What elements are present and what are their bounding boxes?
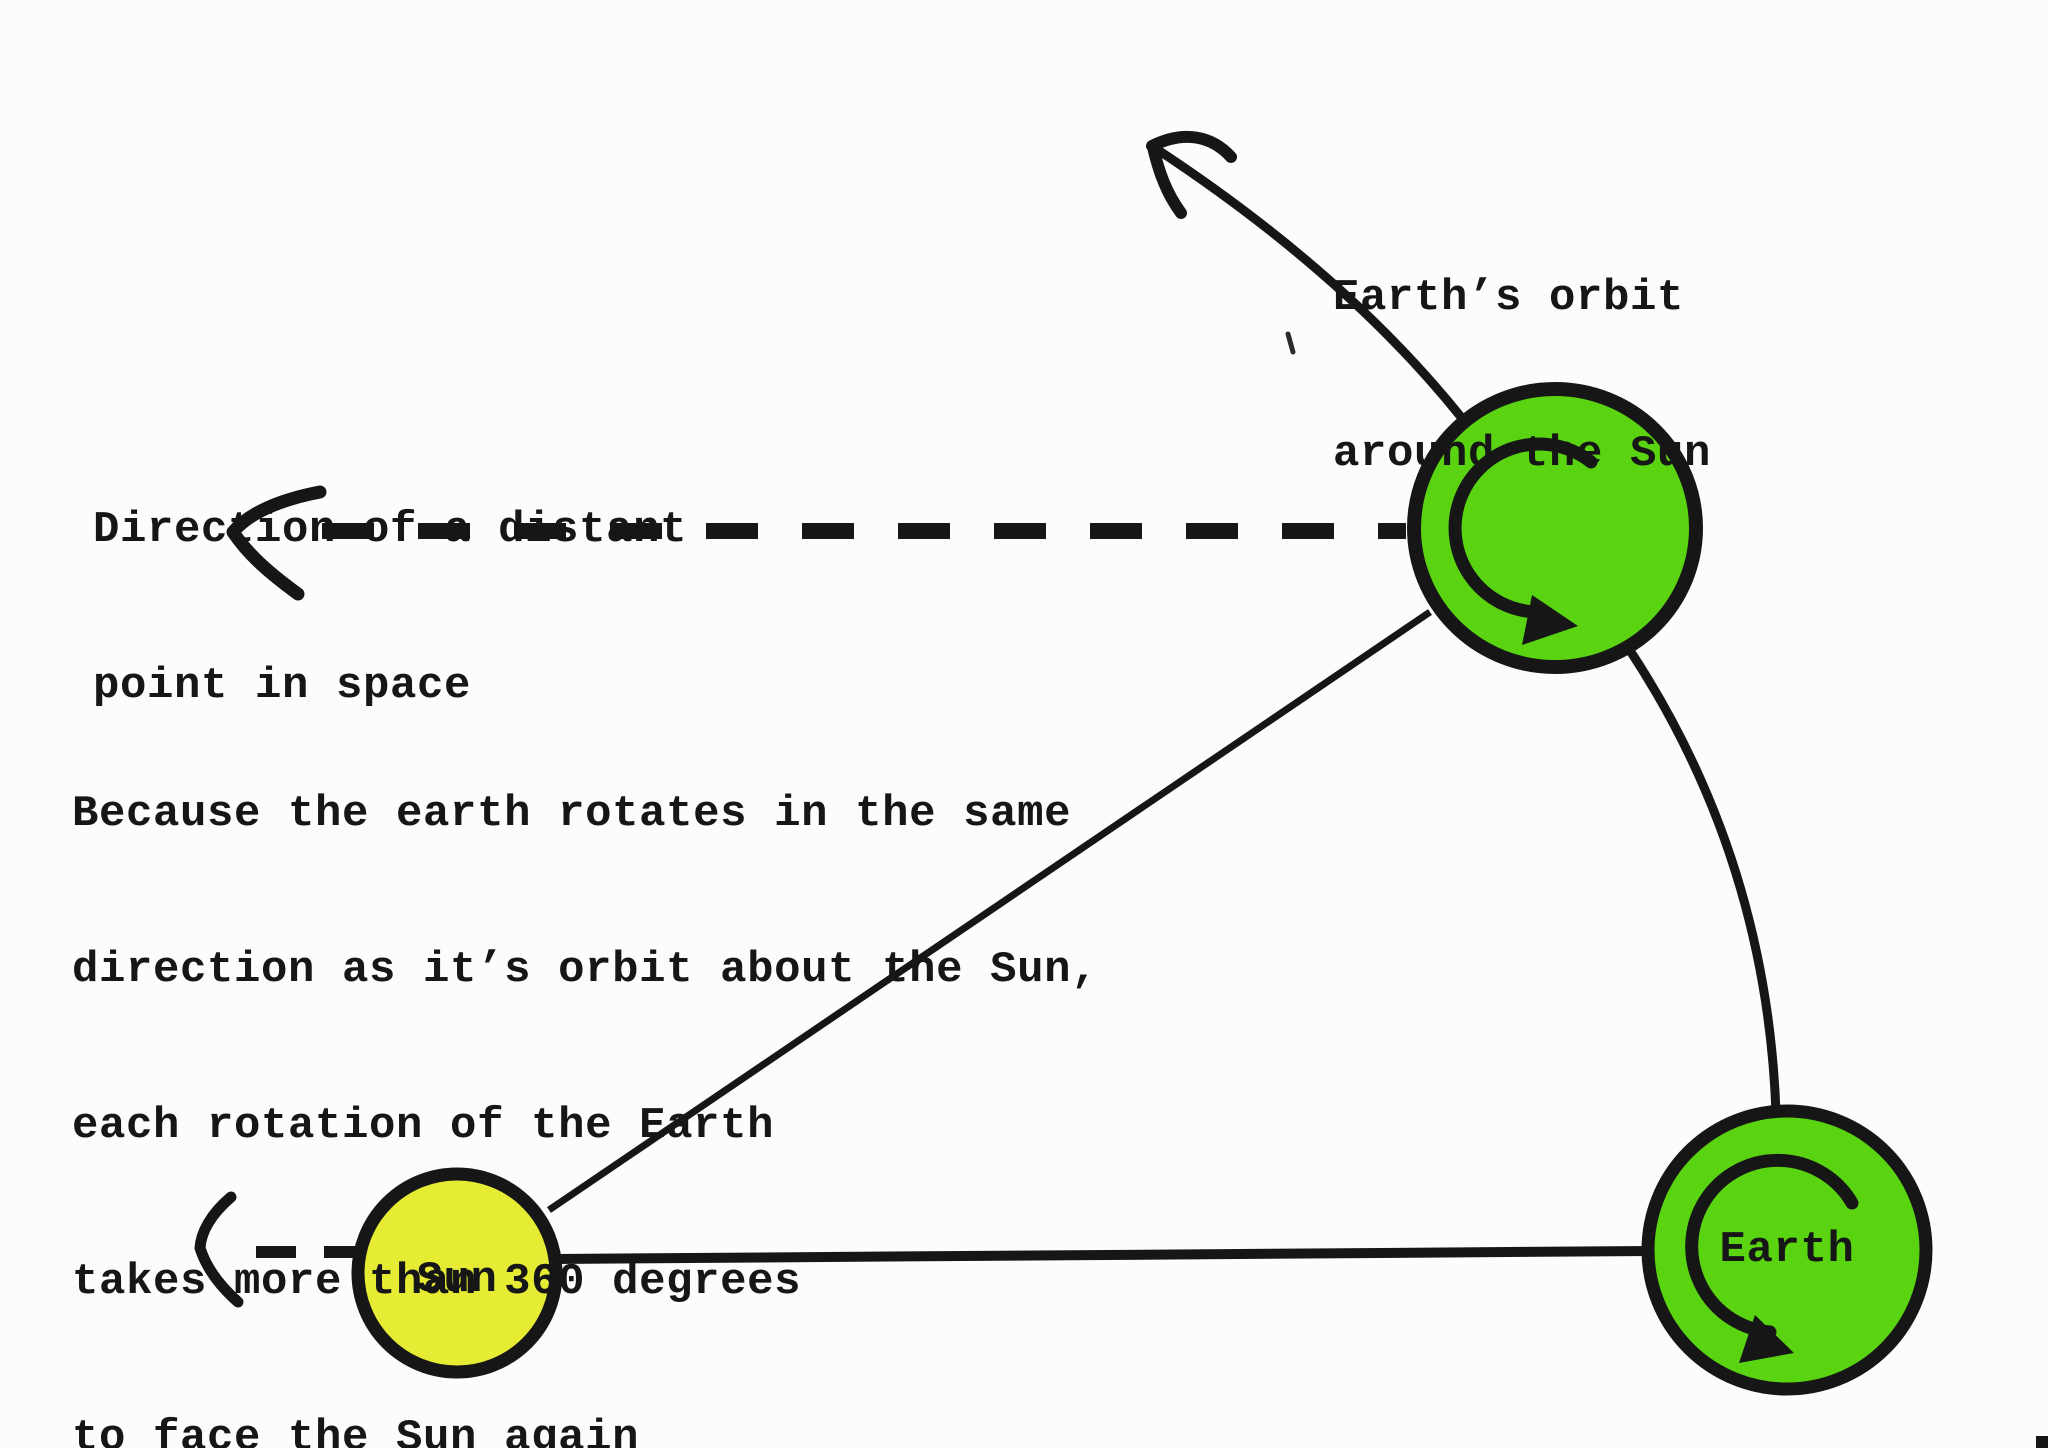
distant-point-annotation-line2: point in space — [93, 661, 472, 711]
distant-direction-arrowhead-icon — [226, 485, 327, 601]
orbit-direction-arrowhead-icon — [1146, 130, 1237, 219]
earth-later-rotation-arrow-icon — [1448, 437, 1598, 619]
explanation-caption-line3: each rotation of the Earth — [72, 1101, 775, 1151]
sun-label: Sun — [416, 1255, 498, 1305]
orbit-annotation-line1: Earth’s orbit — [1333, 273, 1685, 323]
explanation-caption-line5: to face the Sun again — [72, 1413, 640, 1448]
orbit-path-continuation — [1155, 146, 1465, 420]
sun-circle — [351, 1167, 563, 1379]
explanation-caption-line4: takes more than 360 degrees — [72, 1257, 802, 1307]
scan-artifact-tick — [1285, 331, 1296, 355]
explanation-caption-line2: direction as it’s orbit about the Sun, — [72, 945, 1099, 995]
orbit-annotation-line2: around the Sun — [1333, 429, 1712, 479]
explanation-caption-line1: Because the earth rotates in the same — [72, 789, 1072, 839]
distant-point-annotation-line1: Direction of a distant — [93, 505, 688, 555]
sun-distant-arrowhead-icon — [194, 1191, 244, 1308]
sun-to-earth-later-line — [547, 609, 1432, 1213]
distant-point-annotation: Direction of a distant point in space — [93, 400, 687, 816]
earth-later-rotation-arrowhead-icon — [1522, 595, 1578, 645]
earth-label: Earth — [1719, 1225, 1855, 1275]
explanation-caption: Because the earth rotates in the same di… — [72, 684, 1098, 1448]
orbit-path-segment — [1625, 646, 1781, 1114]
earth-rotation-arrowhead-icon — [1739, 1315, 1794, 1363]
scan-artifact-corner-mark — [2036, 1436, 2048, 1448]
sun-to-earth-line — [554, 1246, 1651, 1264]
earth-rotation-arrow-icon — [1685, 1153, 1859, 1339]
orbit-annotation: Earth’s orbit around the Sun — [1333, 168, 1711, 584]
